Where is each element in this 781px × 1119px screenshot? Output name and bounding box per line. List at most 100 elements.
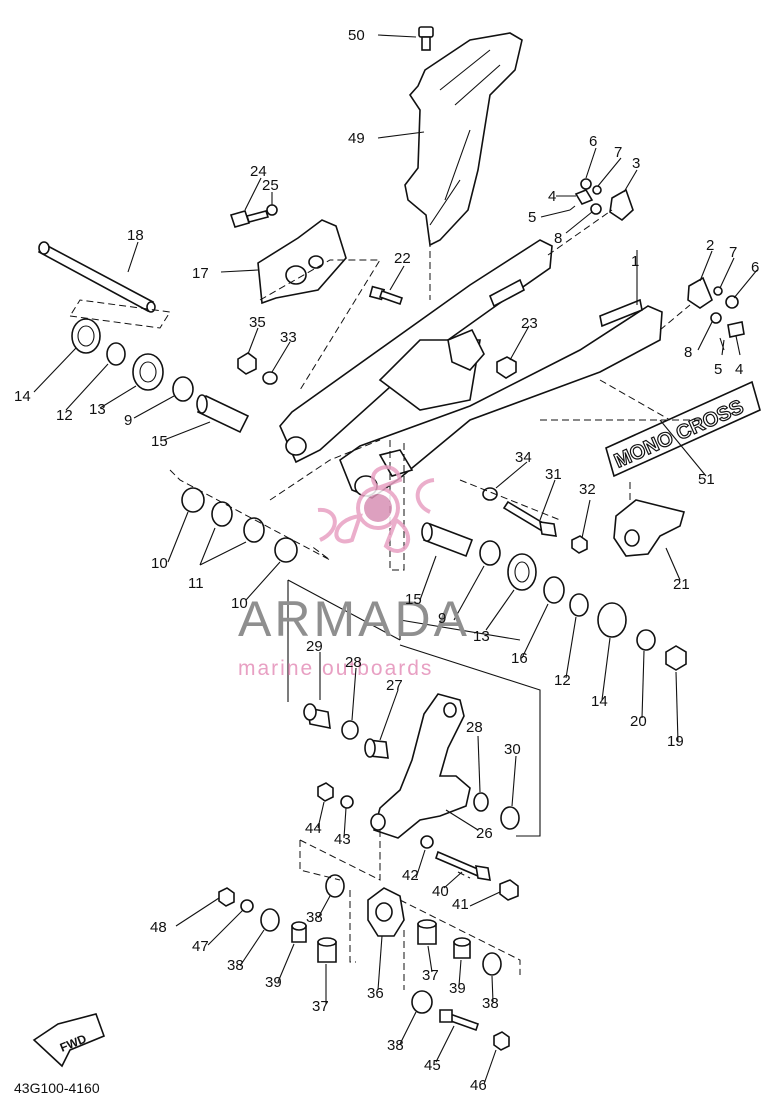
part-number-label-31: 31 — [545, 466, 562, 483]
part-22-bolt — [368, 285, 404, 306]
part-number-label-41: 41 — [452, 896, 469, 913]
part-number-label-39b: 39 — [449, 980, 466, 997]
part-28-bushing-a — [341, 720, 359, 740]
part-number-label-35: 35 — [249, 314, 266, 331]
part-13-bearing-right — [507, 553, 537, 591]
part-number-label-8a: 8 — [554, 230, 562, 247]
part-1-swing-arm — [279, 239, 663, 499]
part-number-label-11: 11 — [188, 575, 204, 592]
part-number-label-47: 47 — [192, 938, 209, 955]
part-number-label-16: 16 — [511, 650, 528, 667]
part-number-label-13b: 13 — [473, 628, 490, 645]
part-number-label-19: 19 — [667, 733, 684, 750]
part-24-bolt — [229, 210, 270, 228]
part-number-label-23: 23 — [521, 315, 538, 332]
part-number-label-12b: 12 — [554, 672, 571, 689]
part-number-label-5b: 5 — [714, 361, 722, 378]
part-49-chain-guard — [404, 32, 523, 247]
part-number-label-10b: 10 — [231, 595, 248, 612]
part-number-label-37a: 37 — [312, 998, 329, 1015]
part-18-pivot-shaft — [37, 241, 156, 313]
part-25-washer — [266, 204, 278, 216]
part-42-washer — [420, 835, 434, 849]
part-26-relay-arm — [370, 693, 471, 839]
part-number-label-1: 1 — [631, 253, 639, 270]
part-40-bolt — [435, 850, 491, 881]
part-number-label-38b: 38 — [306, 909, 323, 926]
part-number-label-38d: 38 — [387, 1037, 404, 1054]
part-number-label-7b: 7 — [729, 244, 737, 261]
part-number-label-36: 36 — [367, 985, 384, 1002]
part-number-label-10a: 10 — [151, 555, 168, 572]
watermark-logo-icon — [317, 465, 435, 553]
assembly-lines — [69, 209, 700, 990]
part-number-label-13a: 13 — [89, 401, 106, 418]
part-12-washer-left — [106, 342, 126, 366]
part-number-label-5a: 5 — [528, 209, 536, 226]
part-number-label-4a: 4 — [548, 188, 556, 205]
part-number-label-33: 33 — [280, 329, 297, 346]
part-38-seal-d — [411, 990, 433, 1014]
part-number-label-6b: 6 — [751, 259, 759, 276]
part-33-washer — [262, 371, 278, 385]
part-number-label-29: 29 — [306, 638, 323, 655]
part-number-label-9b: 9 — [438, 610, 446, 627]
part-number-label-32: 32 — [579, 481, 596, 498]
part-number-label-17: 17 — [192, 265, 209, 282]
part-number-label-6a: 6 — [589, 133, 597, 150]
part-number-label-25: 25 — [262, 177, 279, 194]
part-number-label-49: 49 — [348, 130, 365, 147]
part-number-label-43: 43 — [334, 831, 351, 848]
part-number-label-38a: 38 — [227, 957, 244, 974]
part-3-chain-puller-left — [569, 178, 634, 222]
part-44-nut — [317, 782, 334, 802]
part-45-bolt — [439, 1009, 480, 1032]
part-38-seal-a — [260, 908, 280, 932]
part-number-label-30: 30 — [504, 741, 521, 758]
part-21-brake-bracket — [613, 499, 685, 557]
part-27-bushing — [364, 738, 389, 759]
part-39-collar-b — [453, 937, 471, 959]
part-41-nut — [499, 879, 519, 901]
part-number-label-7a: 7 — [614, 144, 622, 161]
part-46-nut — [493, 1031, 510, 1051]
part-17-chain-support — [257, 219, 347, 305]
part-9-seal-right — [479, 540, 501, 566]
part-number-label-40: 40 — [432, 883, 449, 900]
part-number-label-39a: 39 — [265, 974, 282, 991]
part-31-bolt — [502, 500, 557, 537]
part-number-label-27: 27 — [386, 677, 403, 694]
part-15-collar-left — [196, 394, 250, 434]
part-9-seal-left — [172, 376, 194, 402]
part-20-washer — [636, 629, 656, 651]
part-number-label-28a: 28 — [345, 654, 362, 671]
part-number-label-45: 45 — [424, 1057, 441, 1074]
part-number-label-9a: 9 — [124, 412, 132, 429]
part-number-label-51: 51 — [698, 471, 715, 488]
part-number-label-38c: 38 — [482, 995, 499, 1012]
part-35-nut — [237, 352, 257, 375]
leader-lines — [33, 34, 758, 1085]
watermark: ARMADA marine outboards — [238, 465, 470, 680]
part-28-bushing-b — [473, 792, 489, 812]
part-37-bearing-b — [417, 919, 437, 945]
drawing-code: 43G100-4160 — [14, 1080, 100, 1096]
part-number-label-44: 44 — [305, 820, 322, 837]
part-10-seal-a — [181, 487, 205, 513]
part-36-connecting-rod — [367, 887, 405, 937]
part-number-label-20: 20 — [630, 713, 647, 730]
part-32-nut — [571, 535, 588, 554]
part-37-bearing-a — [317, 937, 337, 963]
part-16-spacer — [543, 576, 565, 604]
part-14-thrust-cover-left — [71, 318, 101, 354]
part-12-washer-right — [569, 593, 589, 617]
watermark-tagline: marine outboards — [238, 657, 433, 680]
part-number-label-24: 24 — [250, 163, 267, 180]
part-number-label-18: 18 — [127, 227, 144, 244]
watermark-brand: ARMADA — [238, 591, 470, 647]
part-38-seal-b — [325, 874, 345, 898]
part-number-label-28b: 28 — [466, 719, 483, 736]
part-number-label-2: 2 — [706, 237, 714, 254]
